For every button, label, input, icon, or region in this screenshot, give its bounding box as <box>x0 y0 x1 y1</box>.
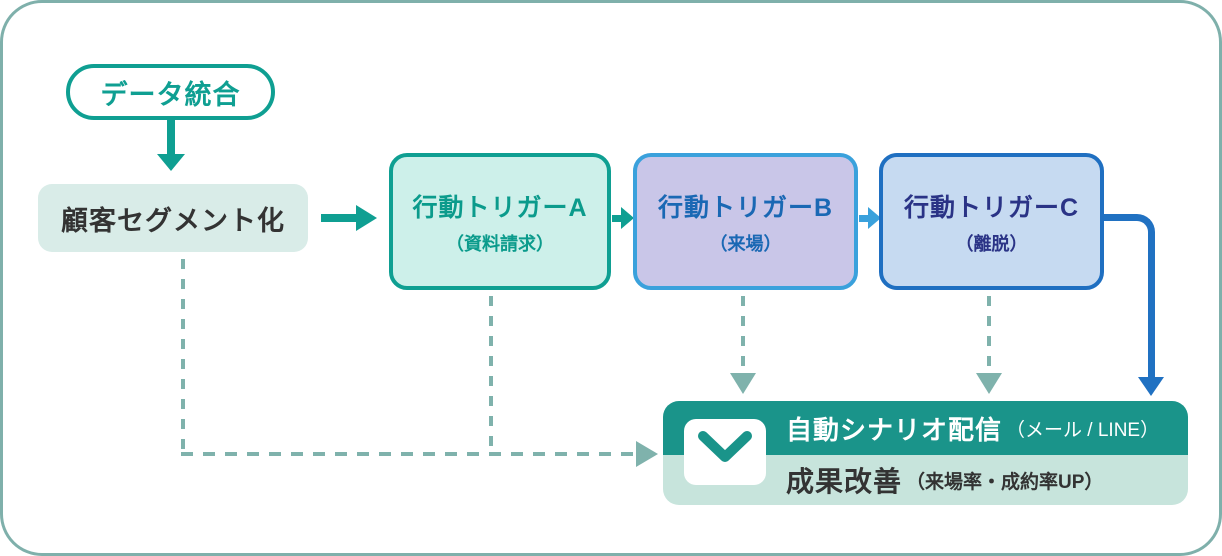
arrow-right-to-trigger-a-head <box>356 205 377 231</box>
delivery-outcome-banner: 自動シナリオ配信 （メール / LINE） 成果改善 （来場率・成約率UP） <box>663 401 1188 505</box>
customer-segmentation-node: 顧客セグメント化 <box>38 184 308 252</box>
data-integration-node: データ統合 <box>66 64 275 120</box>
envelope-flap-glyph <box>698 431 752 462</box>
trigger-b-node: 行動トリガーB （来場） <box>633 153 858 290</box>
dashed-arrow-right-head <box>636 441 658 467</box>
arrow-b-to-c-head <box>868 207 881 229</box>
auto-scenario-delivery-label: 自動シナリオ配信 <box>786 414 1003 445</box>
trigger-c-title: 行動トリガーC <box>903 193 1080 222</box>
arrow-b-to-c <box>859 215 869 222</box>
trigger-c-node: 行動トリガーC （離脱） <box>879 153 1104 290</box>
auto-scenario-delivery-channels: （メール / LINE） <box>1006 419 1160 441</box>
dashed-line-from-trigger-c <box>987 296 991 372</box>
trigger-a-title: 行動トリガーA <box>412 193 588 222</box>
trigger-c-subtitle: （離脱） <box>955 233 1028 254</box>
customer-segmentation-label: 顧客セグメント化 <box>61 205 285 236</box>
data-integration-label: データ統合 <box>100 79 241 110</box>
arrow-a-to-b-head <box>621 207 634 229</box>
dashed-line-from-segmentation <box>181 259 185 455</box>
dashed-line-horizontal <box>181 452 636 456</box>
trigger-b-title: 行動トリガーB <box>657 193 834 222</box>
dashed-arrow-down-head-b <box>730 373 756 394</box>
trigger-b-subtitle: （来場） <box>709 233 782 254</box>
envelope-icon <box>684 419 766 485</box>
trigger-a-subtitle: （資料請求） <box>446 233 554 254</box>
dashed-line-from-trigger-b <box>741 296 745 372</box>
outcome-improvement-detail: （来場率・成約率UP） <box>906 471 1104 493</box>
arrow-right-to-trigger-a <box>321 214 357 222</box>
arrow-a-to-b <box>612 215 622 222</box>
arrow-down-head <box>157 154 185 171</box>
elbow-arrow-c-to-delivery <box>1104 214 1155 380</box>
dashed-arrow-down-head-c <box>976 373 1002 394</box>
arrow-down-from-data-integration <box>167 118 175 155</box>
elbow-arrow-head <box>1138 377 1164 396</box>
outcome-improvement-label: 成果改善 <box>786 466 903 497</box>
trigger-a-node: 行動トリガーA （資料請求） <box>389 153 611 290</box>
dashed-line-from-trigger-a <box>489 296 493 455</box>
